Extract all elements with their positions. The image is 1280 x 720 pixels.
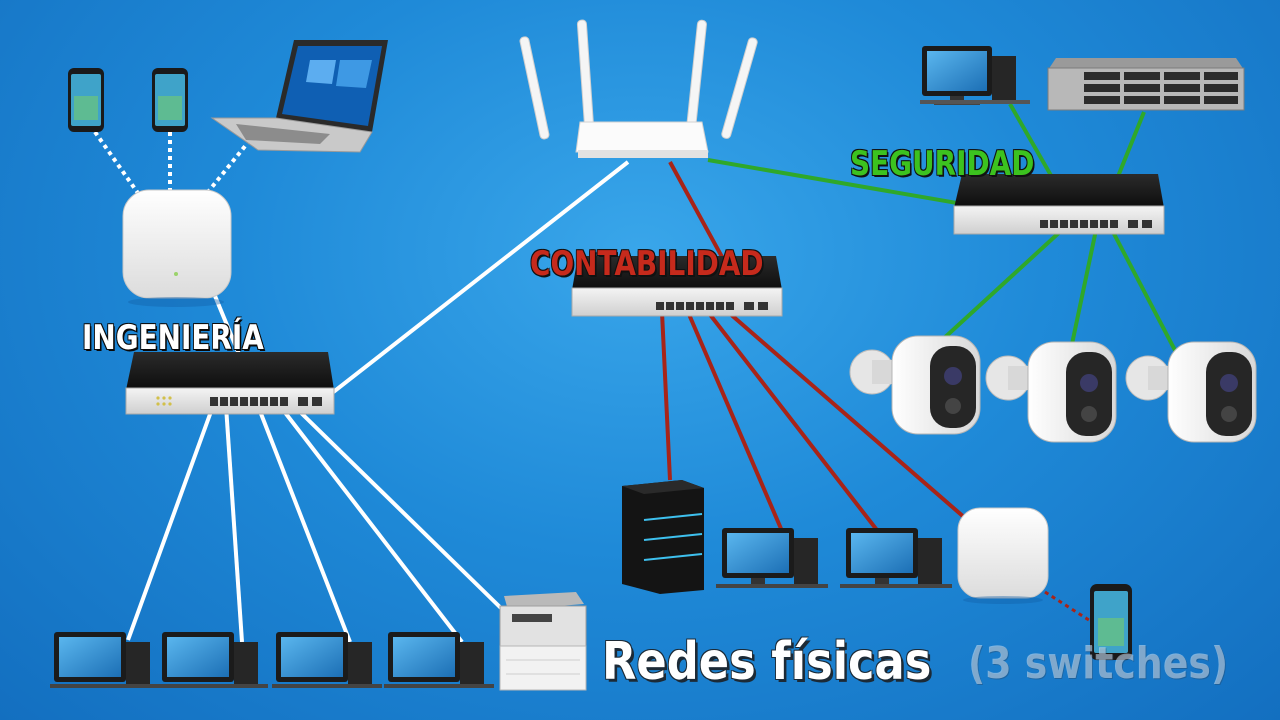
contabilidad-pc-2 [840,528,952,588]
wireless-link [93,130,142,198]
ingenieria-pc-1 [50,632,160,688]
cable-to-camera-3 [1110,229,1180,357]
wireless-router [519,19,758,158]
access-point-ingenieria [122,189,232,307]
contabilidad-switch [571,256,783,317]
ingenieria-cables [126,160,630,644]
ingenieria-pc-4 [384,632,494,688]
cable-router-to-ingenieria-switch [316,160,630,406]
smartphone-2 [152,68,188,132]
access-point-contabilidad [957,507,1049,604]
cable-to-server [660,311,672,481]
cable-to-pc-1 [126,405,215,641]
smartphone-1 [68,68,104,132]
ingenieria-switch [125,352,335,415]
cable-to-pc-5 [686,311,787,539]
printer [499,592,587,691]
network-video-recorder [1047,58,1245,111]
wireless-link [206,138,252,194]
wireless-links [93,130,252,198]
ingenieria-label: INGENIERÍA [82,318,264,358]
contabilidad-label: CONTABILIDAD [530,244,764,284]
security-desktop-pc [920,46,1030,105]
cable-to-pc-2 [224,405,244,643]
cable-to-pc-6 [706,310,882,536]
server-tower [622,480,704,594]
ingenieria-pc-3 [272,632,382,688]
security-camera-1 [849,335,981,435]
security-camera-2 [985,341,1117,443]
laptop [210,40,388,153]
cable-to-pc-3 [256,405,352,643]
contabilidad-pc-1 [716,528,828,588]
ingenieria-pc-2 [158,632,268,688]
seguridad-switch [953,174,1165,235]
cable-to-printer [292,404,507,614]
smartphone-3 [1090,584,1132,660]
cable-to-pc-4 [278,404,464,644]
wireless-link [1044,590,1093,624]
cable-to-camera-1 [940,228,1064,342]
cable-to-camera-2 [1070,229,1098,345]
diagram-subtitle: (3 switches) [968,638,1229,689]
cable-to-access-point-2 [726,310,967,520]
diagram-title: Redes físicas [602,632,932,692]
security-camera-3 [1125,341,1257,443]
seguridad-label: SEGURIDAD [850,144,1035,184]
